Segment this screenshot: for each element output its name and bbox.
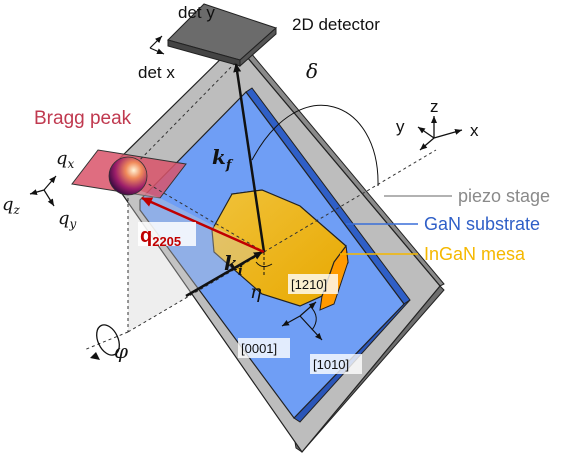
dir-1010-label-box: [1010] (310, 354, 362, 374)
kf-vector (233, 63, 266, 253)
dir-1010-label: [1010] (313, 357, 349, 372)
axis-x-label: x (470, 121, 479, 140)
q-vector-label: q2205 (140, 225, 181, 249)
det-x-label: det x (138, 63, 175, 82)
qy-label: qy (58, 208, 77, 231)
q-vector (141, 196, 265, 254)
crystal-directions-icon (281, 301, 323, 341)
q-axes-icon (29, 175, 57, 207)
ingan-mesa-label: InGaN mesa (424, 244, 526, 264)
detector-label: 2D detector (292, 15, 380, 34)
dir-1210-label: [1210] (291, 277, 327, 292)
ki-label: ki (224, 251, 243, 279)
delta-angle-arc (251, 104, 379, 187)
qz-label: qz (2, 194, 21, 217)
det-y-label: det y (178, 3, 215, 22)
gan-substrate-label: GaN substrate (424, 214, 540, 234)
qx-label: qx (56, 148, 75, 171)
bragg-peak-sphere (108, 156, 148, 196)
detector-axes-icon (149, 35, 165, 55)
ki-vector (185, 250, 263, 298)
lab-axes-icon (417, 116, 463, 151)
axis-y-label: y (396, 117, 405, 136)
phi-rotation-icon (90, 324, 120, 360)
kf-label: kf (212, 145, 234, 173)
eta-angle-arc (255, 261, 273, 268)
eta-label: η (250, 281, 262, 303)
dir-1210-label-box: [1210] (288, 274, 338, 294)
delta-label: δ (306, 59, 318, 83)
detector (167, 3, 277, 68)
bragg-peak-label: Bragg peak (34, 108, 132, 129)
dir-0001-label-box: [0001] (238, 338, 290, 358)
q-vector-label-box: q2205 (138, 222, 196, 249)
piezo-stage-label: piezo stage (458, 186, 550, 206)
axis-z-label: z (430, 97, 439, 116)
dir-0001-label: [0001] (241, 341, 277, 356)
phi-label: φ (114, 339, 128, 363)
